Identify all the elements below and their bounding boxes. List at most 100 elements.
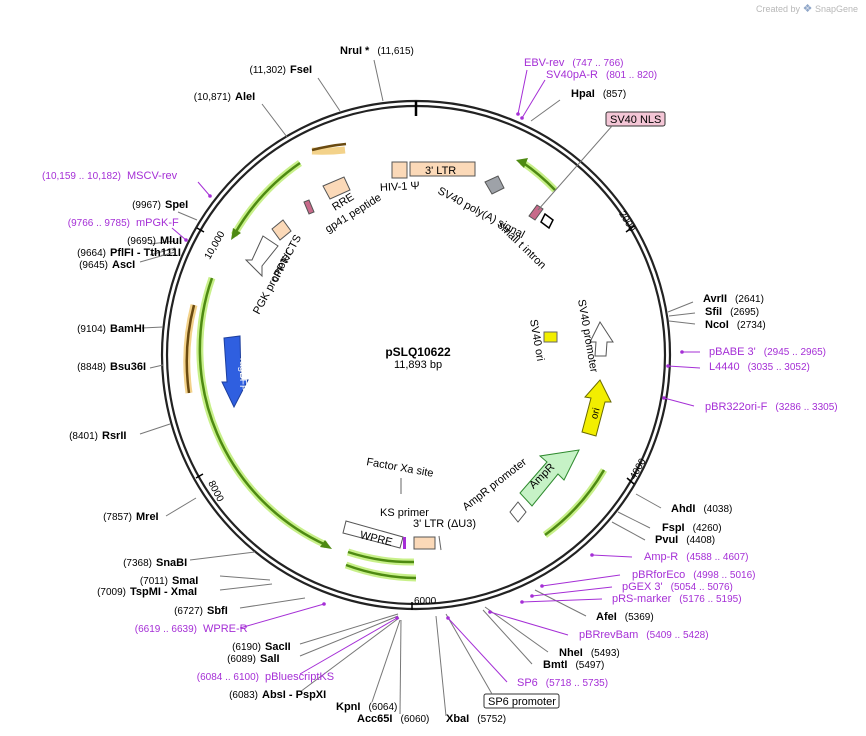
primer-name: pBABE 3' — [709, 346, 756, 358]
restriction-site: (6060)Acc65I — [357, 619, 429, 725]
restriction-site: (9967)SpeI — [132, 199, 198, 221]
primer-name: EBV-rev — [524, 57, 565, 69]
primer-site: pRS-marker (5176 .. 5195) — [520, 593, 742, 605]
primer-position: (5054 .. 5076) — [671, 582, 733, 593]
site-position: (11,615) — [377, 46, 414, 57]
restriction-site: (7368)SnaBI — [123, 551, 256, 569]
site-name: HpaI — [571, 88, 595, 100]
restriction-site: (5493)NheI — [484, 606, 620, 659]
primer-site: pBRrevBam(5409 .. 5428) — [488, 610, 709, 641]
primer-name: SP6 — [517, 677, 538, 689]
site-position: (9664) — [77, 248, 106, 259]
primer-name: pRS-marker — [612, 593, 672, 605]
snapgene-credit: Created by ❖ SnapGene — [756, 2, 858, 15]
restriction-site: (11,302)FseI — [249, 64, 341, 112]
primer-position: (10,159 .. 10,182) — [42, 171, 121, 182]
site-leader-line — [219, 575, 271, 581]
site-position: (4260) — [693, 523, 722, 534]
primer-binding-mark — [322, 602, 326, 606]
primer-leader-line — [239, 603, 325, 629]
primer-position: (747 .. 766) — [572, 58, 623, 69]
restriction-site: (6089)SalI — [227, 615, 399, 665]
pgk-promoter-arrow — [244, 235, 279, 278]
primer-binding-mark — [208, 194, 212, 198]
orf-arcs — [183, 142, 608, 582]
orf-glow-small — [311, 146, 346, 155]
site-name: SalI — [260, 653, 280, 665]
site-position: (7009) — [97, 587, 126, 598]
site-name: SfiI — [705, 306, 722, 318]
primer-site: pBR322ori-F(3286 .. 3305) — [662, 396, 838, 413]
primer-leader-line — [541, 574, 621, 587]
site-name: PflFI - Tth111I — [110, 247, 181, 259]
primer-name: pGEX 3' — [622, 581, 663, 593]
site-name: PvuI — [655, 534, 678, 546]
site-position: (4038) — [703, 504, 732, 515]
site-position: (5369) — [625, 612, 654, 623]
sv40-nls-label: SV40 NLS — [610, 114, 661, 126]
site-position: (2641) — [735, 294, 764, 305]
polya-signal-shape — [484, 175, 505, 195]
primer-position: (5718 .. 5735) — [546, 678, 608, 689]
site-position: (9645) — [79, 260, 108, 271]
site-leader-line — [668, 320, 696, 325]
site-leader-line — [139, 423, 171, 435]
tick-10000: 10,000 — [196, 227, 228, 261]
primer-position: (6619 .. 6639) — [135, 624, 197, 635]
orf-glow-bottom-a — [344, 561, 417, 582]
primer-binding-mark — [680, 350, 684, 354]
site-leader-line — [611, 521, 646, 541]
site-position: (6064) — [368, 702, 397, 713]
sv40-ori-label: SV40 ori — [527, 318, 546, 362]
site-position: (5752) — [477, 714, 506, 725]
cppt-shape — [271, 219, 292, 241]
rre-shape — [322, 176, 351, 200]
primer-site: SP6 (5718 .. 5735) — [446, 616, 608, 689]
sv40-promoter-arrow — [589, 320, 614, 357]
ltr3-label: 3' LTR — [425, 165, 456, 177]
hiv-psi-label: HIV-1 Ψ — [380, 180, 420, 194]
restriction-site: (8848)Bsu36I — [77, 361, 164, 373]
primer-name: mPGK-F — [136, 217, 179, 229]
orf-long — [198, 277, 327, 547]
primer-position: (6084 .. 6100) — [197, 672, 259, 683]
primer-leader-line — [521, 79, 546, 119]
primer-binding-mark — [662, 396, 666, 400]
primer-leader-line — [667, 365, 701, 369]
restriction-site: (9695)MluI — [127, 235, 182, 247]
site-name: AleI — [235, 91, 255, 103]
primer-site: pBRforEco(4998 .. 5016) — [540, 569, 755, 588]
primer-position: (801 .. 820) — [606, 70, 657, 81]
restriction-site: (6190)SacII — [232, 613, 399, 653]
site-position: (6190) — [232, 642, 261, 653]
site-leader-line — [530, 99, 561, 122]
orf-arrowhead-3 — [320, 540, 332, 549]
primer-site: L4440(3035 .. 3052) — [666, 361, 810, 373]
primer-binding-mark — [520, 600, 524, 604]
ltr3-left-box — [391, 161, 408, 179]
site-leader-line — [482, 609, 533, 665]
primer-leader-line — [517, 69, 528, 115]
site-position: (10,871) — [194, 92, 231, 103]
wpre-box: WPRE — [342, 520, 404, 549]
primer-leader-line — [447, 617, 508, 683]
primer-leader-line — [531, 586, 613, 597]
site-name: BamHI — [110, 323, 145, 335]
site-leader-line — [189, 551, 256, 561]
primer-binding-mark — [184, 238, 188, 242]
orf-small-top — [311, 142, 347, 152]
primer-binding-mark — [520, 116, 524, 120]
primer-position: (5176 .. 5195) — [679, 594, 741, 605]
site-leader-line — [149, 247, 176, 256]
sp6-promoter-label: SP6 promoter — [488, 696, 556, 708]
site-name: TspMI - XmaI — [130, 586, 197, 598]
restriction-site: (857)HpaI — [530, 88, 626, 122]
primer-leader-line — [489, 611, 569, 636]
primer-leader-line — [171, 227, 187, 241]
restriction-site: (4408)PvuI — [611, 521, 715, 546]
orf-env — [232, 161, 301, 236]
primer-binding-mark — [590, 553, 594, 557]
restriction-site: (6064)KpnI — [336, 619, 401, 713]
sp6-promoter-box — [483, 693, 560, 709]
